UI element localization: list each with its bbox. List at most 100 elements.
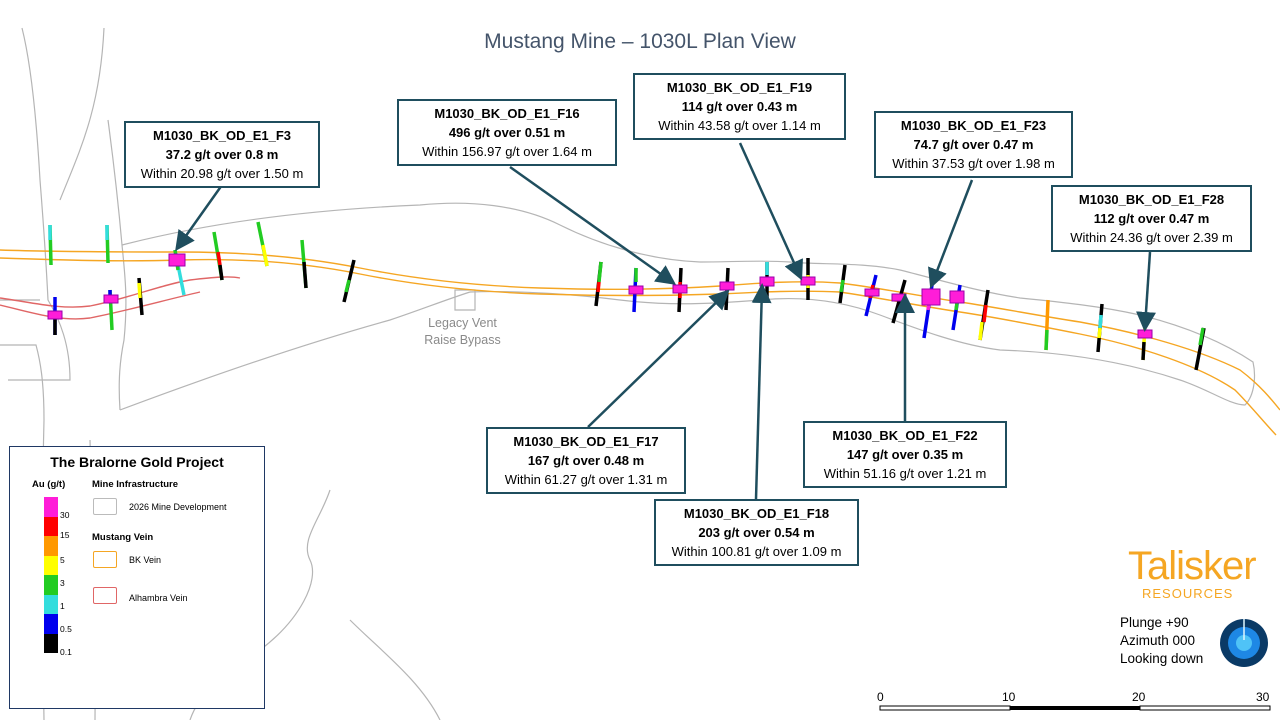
callout-within: Within 51.16 g/t over 1.21 m xyxy=(823,466,987,481)
ramp-swatch xyxy=(44,633,58,653)
callout-hole-id: M1030_BK_OD_E1_F16 xyxy=(434,106,580,121)
vent-raise-label: Legacy Vent Raise Bypass xyxy=(410,315,515,349)
drill-hole xyxy=(105,224,110,264)
ramp-tick: 5 xyxy=(60,555,65,565)
drill-hole xyxy=(137,277,144,316)
callout-hole-id: M1030_BK_OD_E1_F23 xyxy=(900,118,1047,133)
callout-hole-id: M1030_BK_OD_E1_F17 xyxy=(513,434,659,449)
ramp-swatch xyxy=(44,614,58,634)
map-legend: The Bralorne Gold Project Au (g/t) 30 15… xyxy=(9,446,265,709)
drill-hole xyxy=(978,289,990,341)
callout-f18: M1030_BK_OD_E1_F18 203 g/t over 0.54 m W… xyxy=(654,499,859,566)
logo-name: Talisker xyxy=(1128,544,1257,588)
scale-bar xyxy=(879,705,1271,711)
intercept-marker xyxy=(672,284,688,294)
intercept-marker xyxy=(1137,329,1153,339)
callout-hole-id: M1030_BK_OD_E1_F3 xyxy=(152,128,292,143)
callout-hole-id: M1030_BK_OD_E1_F19 xyxy=(666,80,813,95)
alhambra-vein-swatch xyxy=(93,587,117,604)
scale-tick-label: 20 xyxy=(1132,690,1146,704)
ramp-swatch xyxy=(44,594,58,614)
callout-within: Within 20.98 g/t over 1.50 m xyxy=(140,166,304,181)
callout-f16: M1030_BK_OD_E1_F16 496 g/t over 0.51 m W… xyxy=(397,99,617,166)
ramp-tick: 3 xyxy=(60,578,65,588)
callout-hole-id: M1030_BK_OD_E1_F28 xyxy=(1078,192,1225,207)
azimuth-label: Azimuth 000 xyxy=(1120,633,1196,648)
legend-title: The Bralorne Gold Project xyxy=(50,454,224,470)
intercept-marker xyxy=(719,281,735,291)
drill-hole xyxy=(212,231,224,281)
ramp-tick: 30 xyxy=(60,510,70,520)
intercept-markers xyxy=(47,253,1153,339)
vent-label-line: Raise Bypass xyxy=(424,333,501,347)
ramp-swatch xyxy=(44,555,58,575)
callout-within: Within 37.53 g/t over 1.98 m xyxy=(892,156,1055,171)
drill-hole xyxy=(1044,299,1050,351)
callout-f23: M1030_BK_OD_E1_F23 74.7 g/t over 0.47 m … xyxy=(874,111,1073,178)
callout-hole-id: M1030_BK_OD_E1_F22 xyxy=(832,428,978,443)
orientation-text: Plunge +90 Azimuth 000 Looking down xyxy=(1120,614,1203,668)
intercept-marker xyxy=(47,310,63,320)
development-swatch xyxy=(93,498,117,515)
map-title: Mustang Mine – 1030L Plan View xyxy=(484,30,796,53)
callout-f28: M1030_BK_OD_E1_F28 112 g/t over 0.47 m W… xyxy=(1051,185,1252,252)
callout-highlight: 203 g/t over 0.54 m xyxy=(698,525,815,540)
vein-header: Mustang Vein xyxy=(92,532,154,543)
callout-f19: M1030_BK_OD_E1_F19 114 g/t over 0.43 m W… xyxy=(633,73,846,140)
ramp-tick: 15 xyxy=(60,530,70,540)
scale-tick-label: 0 xyxy=(877,690,884,704)
bk-vein-label: BK Vein xyxy=(129,555,162,565)
ramp-swatch xyxy=(44,516,58,536)
callout-within: Within 156.97 g/t over 1.64 m xyxy=(422,144,592,159)
drill-hole xyxy=(300,239,308,289)
drill-hole xyxy=(1194,327,1206,371)
orientation-globe-icon xyxy=(1220,619,1268,667)
drill-hole xyxy=(1096,303,1104,353)
callout-hole-id: M1030_BK_OD_E1_F18 xyxy=(683,506,830,521)
ramp-swatch xyxy=(44,536,58,556)
callout-highlight: 37.2 g/t over 0.8 m xyxy=(165,147,279,162)
scale-tick-label: 10 xyxy=(1002,690,1016,704)
view-label: Looking down xyxy=(1120,651,1204,666)
callout-highlight: 74.7 g/t over 0.47 m xyxy=(913,137,1034,152)
ramp-swatch xyxy=(44,575,58,595)
intercept-marker xyxy=(628,285,644,295)
intercept-marker xyxy=(800,276,816,286)
drill-hole xyxy=(342,259,356,303)
alhambra-vein xyxy=(0,276,241,320)
ramp-tick: 0.1 xyxy=(60,647,72,657)
intercept-marker xyxy=(864,288,880,297)
callout-highlight: 147 g/t over 0.35 m xyxy=(846,447,964,462)
au-scale-label: Au (g/t) xyxy=(32,479,66,490)
infra-header: Mine Infrastructure xyxy=(92,479,179,490)
drill-hole xyxy=(838,264,847,304)
alhambra-vein-label: Alhambra Vein xyxy=(129,593,188,603)
plunge-label: Plunge +90 xyxy=(1120,615,1189,630)
au-color-ramp xyxy=(44,497,58,653)
ramp-tick: 0.5 xyxy=(60,624,72,634)
drill-hole xyxy=(256,221,269,267)
callout-within: Within 43.58 g/t over 1.14 m xyxy=(658,118,821,133)
ramp-tick: 1 xyxy=(60,601,65,611)
intercept-marker xyxy=(168,253,186,267)
callout-within: Within 24.36 g/t over 2.39 m xyxy=(1070,230,1233,245)
drill-hole xyxy=(594,261,603,307)
callout-highlight: 112 g/t over 0.47 m xyxy=(1093,211,1210,226)
callout-highlight: 167 g/t over 0.48 m xyxy=(527,453,645,468)
callout-f22: M1030_BK_OD_E1_F22 147 g/t over 0.35 m W… xyxy=(803,421,1007,488)
callout-highlight: 114 g/t over 0.43 m xyxy=(681,99,798,114)
drill-hole xyxy=(48,224,53,266)
logo-sub: RESOURCES xyxy=(1142,586,1234,601)
bk-vein-swatch xyxy=(93,551,117,568)
callout-highlight: 496 g/t over 0.51 m xyxy=(448,125,566,140)
intercept-marker xyxy=(949,290,965,304)
intercept-marker xyxy=(759,276,775,287)
talisker-logo: Talisker RESOURCES xyxy=(1128,544,1257,601)
callout-f17: M1030_BK_OD_E1_F17 167 g/t over 0.48 m W… xyxy=(486,427,686,494)
callout-within: Within 100.81 g/t over 1.09 m xyxy=(671,544,842,559)
callout-leaders xyxy=(175,142,1156,500)
development-label: 2026 Mine Development xyxy=(129,502,227,512)
bk-vein xyxy=(0,249,1280,436)
intercept-marker xyxy=(103,294,119,304)
callout-f3: M1030_BK_OD_E1_F3 37.2 g/t over 0.8 m Wi… xyxy=(124,121,320,188)
